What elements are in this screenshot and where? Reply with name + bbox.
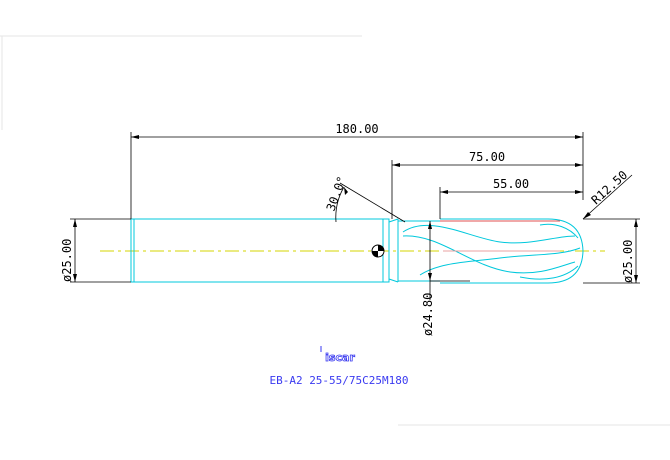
- logo-text: iscar: [325, 351, 355, 364]
- ball-radius-label: R12.50: [589, 168, 631, 207]
- iscar-logo: iscar: [320, 346, 356, 364]
- sheet-border: [0, 35, 670, 426]
- shank-diameter-label: ø25.00: [60, 239, 74, 282]
- model-code: EB-A2 25-55/75C25M180: [269, 374, 408, 387]
- cutting-length-label: 55.00: [493, 177, 529, 191]
- center-mark: [371, 244, 385, 258]
- tip-diameter-label: ø25.00: [621, 240, 635, 283]
- arrow-heads: [73, 135, 638, 283]
- shank: [130, 218, 390, 283]
- tool-outline: [130, 218, 584, 284]
- fluted-head: [440, 218, 584, 284]
- neck-diameter-label: ø24.80: [421, 293, 435, 336]
- flute-2: [402, 235, 576, 274]
- flute-1: [402, 224, 576, 244]
- flute-3: [419, 247, 581, 276]
- overall-length-label: 180.00: [335, 122, 378, 136]
- flute-reach-label: 75.00: [469, 150, 505, 164]
- dimension-lines: [70, 132, 640, 300]
